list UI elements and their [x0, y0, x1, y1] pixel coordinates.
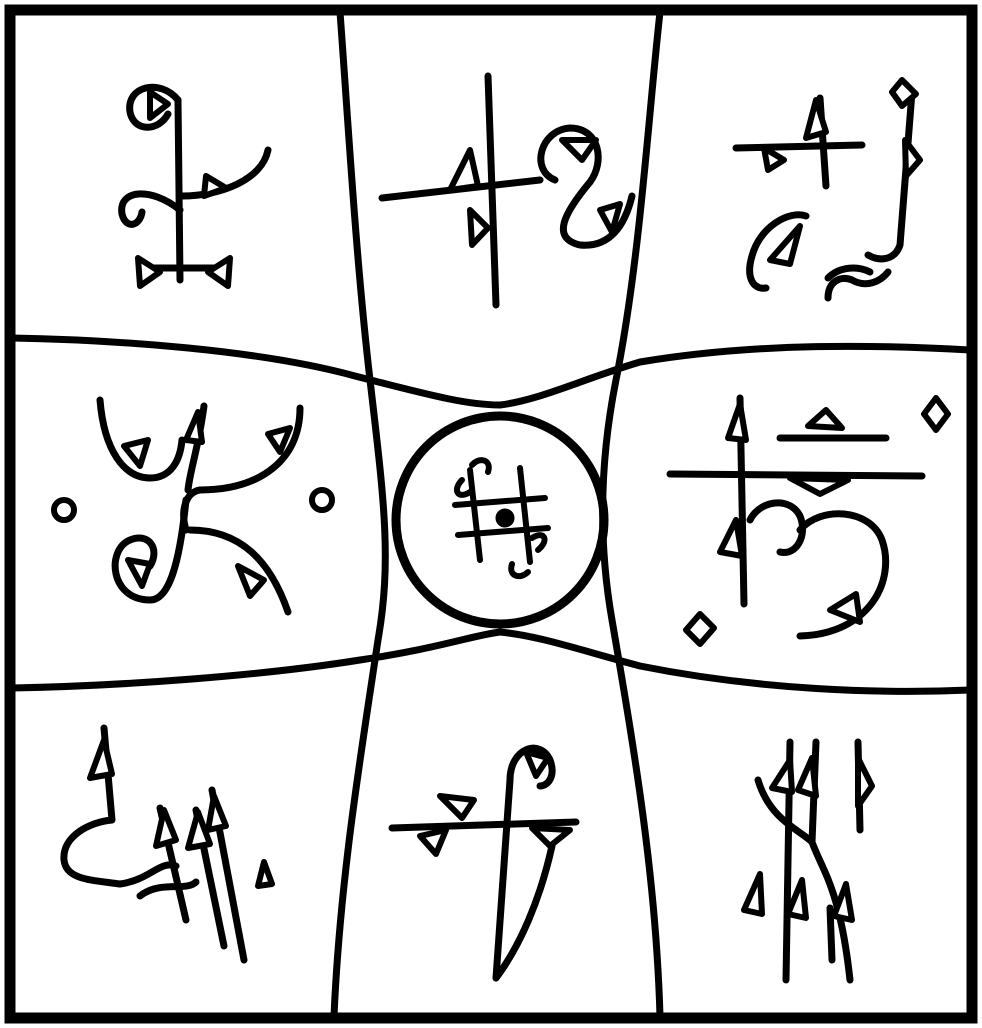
sigil-bottom-center — [392, 748, 576, 978]
center-medallion — [396, 416, 604, 624]
sigil-top-center — [382, 76, 632, 305]
sigil-top-right — [736, 80, 920, 298]
sigil-bottom-right — [744, 742, 872, 980]
center-sigil — [455, 460, 548, 576]
sigil-bottom-left — [64, 728, 272, 960]
sigil-middle-left — [54, 400, 332, 612]
divider-vertical-left — [334, 12, 385, 1016]
center-dot — [498, 511, 512, 525]
sigil-top-left — [122, 87, 268, 286]
sigil-middle-right — [670, 398, 948, 644]
divider-horizontal-bottom — [12, 632, 970, 691]
divider-horizontal-top — [12, 338, 970, 405]
divider-vertical-right — [603, 12, 660, 1016]
